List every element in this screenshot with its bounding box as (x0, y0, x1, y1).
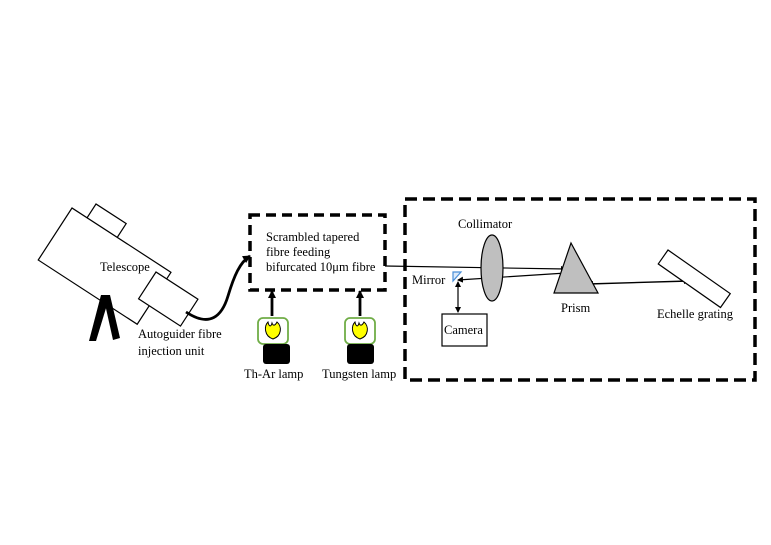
tungsten-lamp: Tungsten lamp (322, 290, 396, 381)
fibre-label-line2: fibre feeding (266, 245, 331, 259)
autoguider-label-line2: injection unit (138, 344, 205, 358)
autoguider-label-line1: Autoguider fibre (138, 327, 222, 341)
camera-label: Camera (444, 323, 483, 337)
telescope: Telescope (37, 203, 199, 341)
prism-label: Prism (561, 301, 590, 315)
thar-lamp-label: Th-Ar lamp (244, 367, 303, 381)
echelle-label: Echelle grating (657, 307, 734, 321)
camera-box (441, 313, 488, 347)
telescope-label: Telescope (100, 260, 150, 274)
prism-shape (553, 241, 600, 294)
thar-lamp-flame-icon (264, 320, 281, 340)
prism-to-grating-beam (587, 278, 690, 287)
fibre-label-line1: Scrambled tapered (266, 230, 360, 244)
thar-lamp-base (263, 344, 290, 364)
mirror-icon (452, 271, 463, 283)
tripod-leg-right (103, 295, 120, 340)
thar-lamp: Th-Ar lamp (244, 290, 303, 381)
tungsten-lamp-base (347, 344, 374, 364)
tungsten-lamp-label: Tungsten lamp (322, 367, 396, 381)
echelle-grating (657, 249, 732, 309)
collimator-label: Collimator (458, 217, 513, 231)
collimator-lens (480, 234, 504, 302)
fibre-scrambler-box (248, 213, 387, 292)
prism-to-mirror-beam (457, 272, 567, 283)
mirror-label: Mirror (412, 273, 446, 287)
spectrograph-enclosure (403, 197, 757, 382)
fibre-output-beam (384, 265, 567, 272)
tripod-leg-left (89, 295, 110, 341)
tungsten-lamp-flame-icon (351, 320, 368, 340)
fibre-cable (185, 254, 251, 321)
fibre-label-line3: bifurcated 10μm fibre (266, 260, 376, 274)
